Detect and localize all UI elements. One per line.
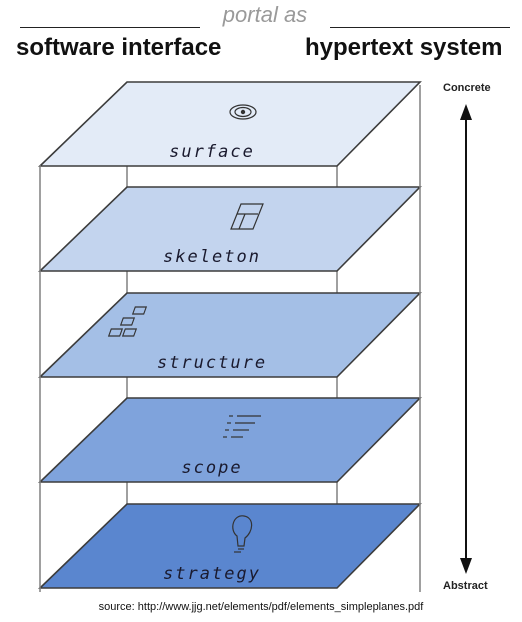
wireframe-icon [230, 203, 264, 230]
plane-label-skeleton: skeleton [163, 247, 261, 267]
eye-icon [229, 104, 257, 120]
right-title: hypertext system [305, 34, 503, 61]
plane-label-surface: surface [169, 142, 255, 162]
plane-strategy: strategy [38, 503, 422, 589]
plane-surface-surface [38, 81, 422, 167]
plane-label-strategy: strategy [163, 564, 261, 584]
concrete-abstract-arrow [460, 104, 472, 574]
plane-scope: scope [38, 397, 422, 483]
plane-label-scope: scope [181, 458, 242, 478]
left-heading-rule [20, 27, 200, 28]
flowchart-icon [107, 306, 148, 337]
list-icon [223, 415, 261, 438]
portal-text: portal as [222, 2, 308, 27]
plane-skeleton-surface [38, 186, 422, 272]
lightbulb-icon [232, 515, 253, 553]
plane-surface: surface [38, 81, 422, 167]
concrete-label: Concrete [443, 82, 491, 94]
source-citation: source: http://www.jjg.net/elements/pdf/… [98, 601, 424, 613]
plane-label-structure: structure [157, 353, 267, 373]
right-heading-rule [330, 27, 510, 28]
plane-structure: structure [38, 292, 422, 378]
planes-group: surface skeleton structure scope strategy [38, 81, 422, 589]
plane-skeleton: skeleton [38, 186, 422, 272]
left-title: software interface [16, 34, 222, 61]
plane-scope-surface [38, 397, 422, 483]
plane-strategy-surface [38, 503, 422, 589]
abstract-label: Abstract [443, 580, 488, 592]
